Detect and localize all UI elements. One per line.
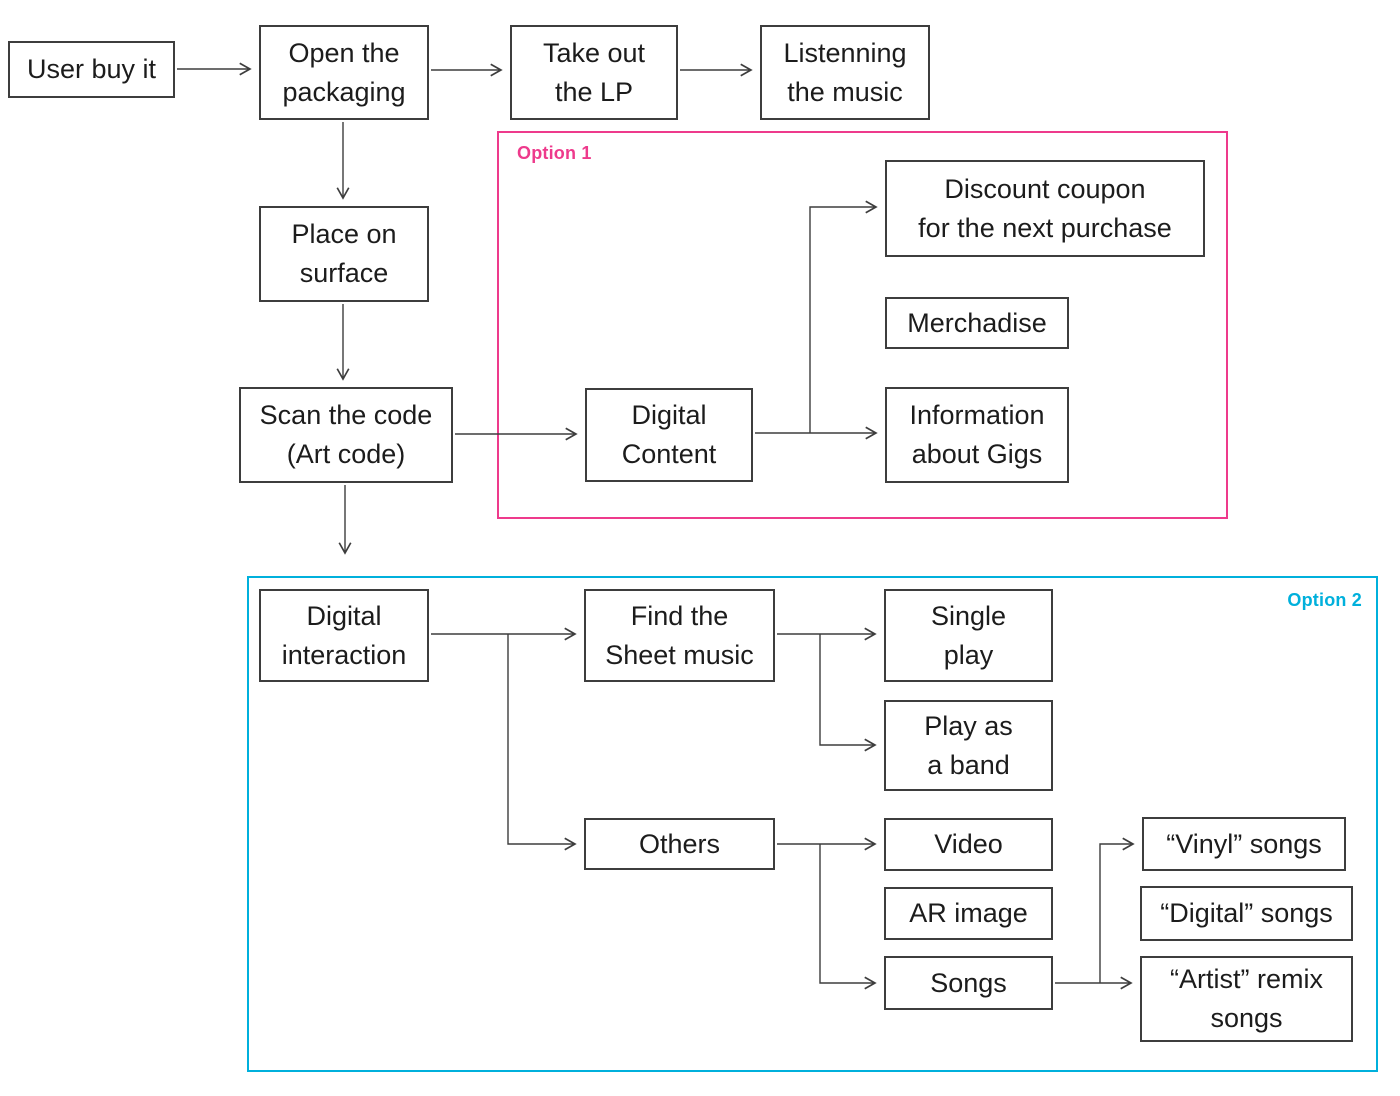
node-ar-image: AR image xyxy=(884,887,1053,940)
node-digital-interaction: Digital interaction xyxy=(259,589,429,682)
node-songs: Songs xyxy=(884,956,1053,1010)
edge-songs-to-vinyl-songs xyxy=(1099,837,1135,983)
node-play-as-band: Play as a band xyxy=(884,700,1053,791)
edge-others-to-songs xyxy=(819,844,877,990)
node-video: Video xyxy=(884,818,1053,871)
node-merchadise: Merchadise xyxy=(885,297,1069,349)
node-digital-content: Digital Content xyxy=(585,388,753,482)
node-single-play: Single play xyxy=(884,589,1053,682)
option1-label: Option 1 xyxy=(517,143,592,163)
edge-digital-interaction-to-others xyxy=(507,634,577,851)
node-information-about-gigs: Information about Gigs xyxy=(885,387,1069,483)
edge-digital-content-to-discount-coupon xyxy=(809,200,878,433)
node-scan-code: Scan the code (Art code) xyxy=(239,387,453,483)
node-open-packaging: Open the packaging xyxy=(259,25,429,120)
edge-find-sheet-music-to-play-as-band xyxy=(819,634,877,752)
node-place-on-surface: Place on surface xyxy=(259,206,429,302)
node-take-out-lp: Take out the LP xyxy=(510,25,678,120)
node-discount-coupon: Discount coupon for the next purchase xyxy=(885,160,1205,257)
option2-label: Option 2 xyxy=(1287,590,1362,610)
node-artist-remix-songs: “Artist” remix songs xyxy=(1140,956,1353,1042)
node-find-sheet-music: Find the Sheet music xyxy=(584,589,775,682)
node-listenning-music: Listenning the music xyxy=(760,25,930,120)
node-others: Others xyxy=(584,818,775,870)
node-digital-songs: “Digital” songs xyxy=(1140,886,1353,941)
option1-frame: Option 1 xyxy=(497,131,1228,519)
node-user-buy-it: User buy it xyxy=(8,41,175,98)
option2-frame: Option 2 xyxy=(247,576,1378,1072)
node-vinyl-songs: “Vinyl” songs xyxy=(1142,817,1346,871)
